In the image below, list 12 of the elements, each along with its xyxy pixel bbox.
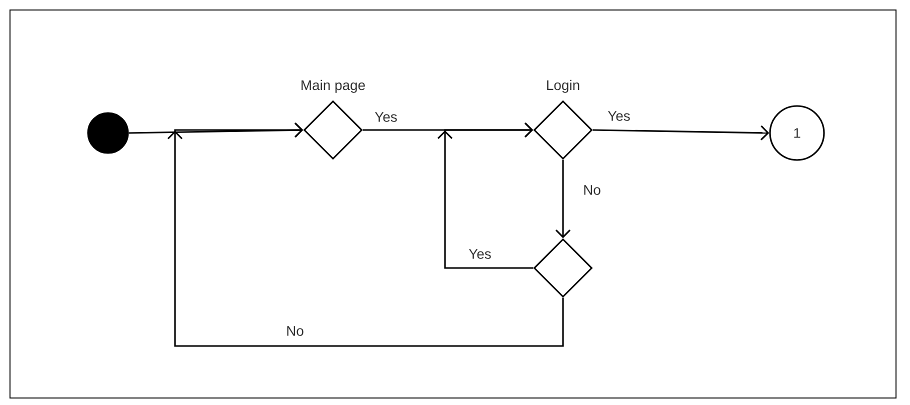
edge-label: No [582,184,602,196]
edge-label: Yes [468,248,492,260]
edge-label: Yes [606,110,632,122]
start-dot [87,112,129,154]
diamond-heading: Login [547,80,580,93]
diamond-heading: Main page [302,80,365,93]
edge-label: Yes [374,111,398,123]
arrow [167,122,564,347]
arrow [592,125,770,140]
edge-label: No [285,325,305,337]
arrow [437,122,534,269]
arrow [555,160,571,238]
